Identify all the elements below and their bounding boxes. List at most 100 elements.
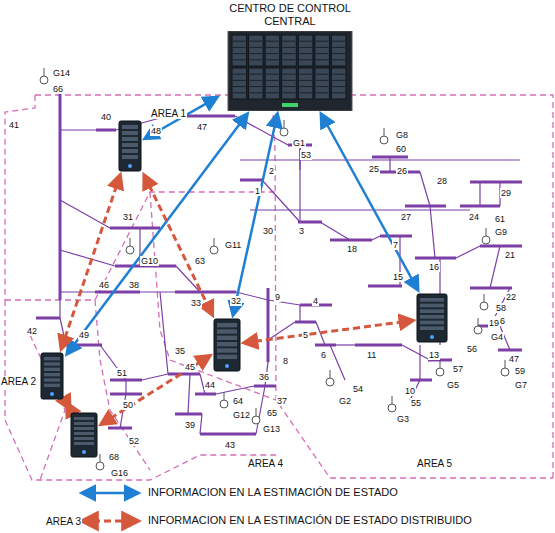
- bus-bar: [175, 291, 236, 294]
- bus-number: 53: [300, 150, 312, 160]
- bus-number: 43: [224, 440, 236, 450]
- legend-text: INFORMACION EN LA ESTIMACIÓN DE ESTADO D…: [148, 514, 472, 526]
- bus-number: 60: [395, 144, 407, 154]
- area-server: AREA 2: [40, 352, 64, 400]
- bus-number: 11: [366, 350, 377, 360]
- bus-number: 28: [436, 176, 448, 186]
- area-label: AREA 1: [150, 108, 187, 119]
- bus-number: 48: [150, 126, 162, 136]
- generator-symbol: [126, 246, 134, 254]
- generator-symbol: [436, 368, 444, 376]
- line-wire: [479, 182, 480, 206]
- line-wire: [299, 305, 300, 322]
- bus-number: 50: [122, 400, 134, 410]
- generator-lead: [478, 318, 479, 326]
- line-wire: [250, 209, 470, 210]
- server-icon: [70, 412, 98, 458]
- area-label: AREA 3: [45, 516, 82, 527]
- bus-number: 65: [266, 408, 278, 418]
- distributed-link: [101, 356, 210, 425]
- generator-symbol: [380, 136, 388, 144]
- generator-lead: [284, 120, 285, 128]
- bus-number: 52: [128, 436, 140, 446]
- generator-symbol: [210, 246, 218, 254]
- generator-lead: [505, 360, 506, 368]
- server-rack: [220, 31, 360, 111]
- server-icon: [416, 293, 448, 343]
- bus-number: 46: [98, 280, 110, 290]
- bus-number: 7: [392, 240, 399, 250]
- bus-bar: [195, 393, 216, 396]
- area-server: AREA 5: [416, 293, 448, 343]
- generator-lead: [130, 238, 131, 246]
- generator-lead: [440, 360, 441, 368]
- bus-number: 29: [500, 188, 512, 198]
- line-wire: [125, 380, 126, 394]
- line-wire: [420, 172, 430, 206]
- bus-bar: [200, 433, 256, 436]
- line-wire: [330, 345, 345, 380]
- line-wire: [160, 292, 168, 374]
- generator-lead: [100, 454, 101, 462]
- line-wire: [59, 300, 60, 318]
- bus-bar: [110, 227, 160, 230]
- distributed-link: [67, 403, 70, 409]
- bus-bar: [95, 291, 140, 294]
- bus-number: 15: [392, 272, 404, 282]
- generator-lead: [214, 238, 215, 246]
- line-wire: [216, 386, 254, 394]
- bus-number: 8: [282, 356, 289, 366]
- generator-label: G10: [140, 256, 159, 266]
- line-wire: [490, 246, 500, 288]
- generator-lead: [392, 396, 393, 404]
- generator-label: G2: [338, 396, 352, 406]
- line-wire: [320, 222, 350, 240]
- bus-number: 5: [302, 330, 309, 340]
- bus-number: 16: [428, 262, 440, 272]
- bus-number: 6: [320, 350, 327, 360]
- bus-number: 38: [128, 280, 140, 290]
- bus-number: 40: [100, 112, 112, 122]
- line-wire: [456, 246, 480, 258]
- bus-number: 26: [396, 166, 408, 176]
- generator-label: G9: [494, 227, 508, 237]
- server-icon: [118, 120, 142, 172]
- line-wire: [200, 414, 202, 434]
- bus-number: 2: [268, 166, 275, 176]
- bus-number: 3: [298, 226, 305, 236]
- line-wire: [240, 159, 520, 160]
- line-wire: [262, 180, 300, 222]
- bus-number: 44: [204, 380, 216, 390]
- server-icon: [213, 318, 241, 372]
- bus-bar: [480, 245, 522, 248]
- area-label: AREA 5: [416, 458, 453, 469]
- generator-symbol: [252, 416, 260, 424]
- distributed-link: [244, 321, 413, 343]
- generator-label: G3: [396, 414, 410, 424]
- generator-symbol: [480, 302, 488, 310]
- bus-number: 68: [108, 452, 120, 462]
- bus-number: 45: [184, 362, 196, 372]
- generator-lead: [224, 392, 225, 400]
- generator-label: G8: [395, 130, 409, 140]
- bus-number: 13: [428, 350, 440, 360]
- generator-symbol: [40, 76, 48, 84]
- bus-number: 21: [504, 250, 516, 260]
- bus-number: 66: [52, 84, 64, 94]
- distributed-link: [144, 175, 212, 315]
- generator-label: G11: [224, 240, 242, 250]
- bus-number: 61: [494, 214, 506, 224]
- bus-bar: [36, 317, 60, 320]
- state-estimation-link: [67, 114, 247, 354]
- bus-number: 37: [276, 396, 288, 406]
- generator-label: G16: [110, 468, 129, 478]
- generator-symbol: [326, 378, 334, 386]
- bus-number: 41: [8, 120, 20, 130]
- bus-number: 56: [466, 344, 478, 354]
- bus-number: 54: [352, 384, 364, 394]
- generator-label: G7: [514, 380, 528, 390]
- line-wire: [140, 291, 175, 292]
- generator-lead: [484, 294, 485, 302]
- legend-text: INFORMACION EN LA ESTIMACIÓN DE ESTADO: [148, 486, 398, 498]
- bus-number: 4: [312, 296, 319, 306]
